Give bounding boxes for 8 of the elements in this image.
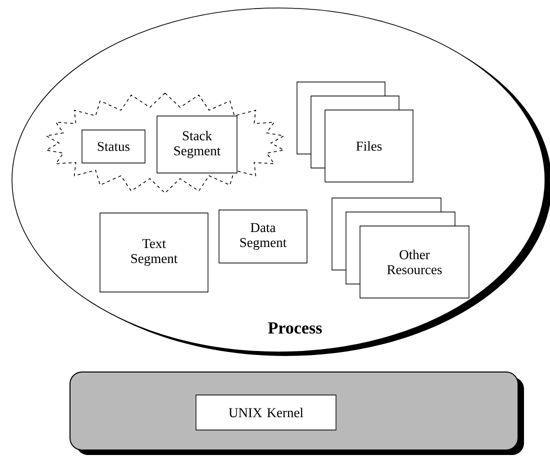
stack-segment-box: Stack Segment bbox=[156, 116, 238, 174]
resources-stack: Other Resources bbox=[332, 198, 470, 298]
node-label: Process bbox=[268, 322, 322, 334]
status-box: Status bbox=[82, 130, 146, 164]
kernel-box: UNIX Kernel bbox=[196, 394, 336, 430]
files-stack: Files bbox=[296, 82, 414, 182]
data-segment-box: Data Segment bbox=[218, 210, 308, 264]
text-segment-box: Text Segment bbox=[100, 212, 208, 292]
